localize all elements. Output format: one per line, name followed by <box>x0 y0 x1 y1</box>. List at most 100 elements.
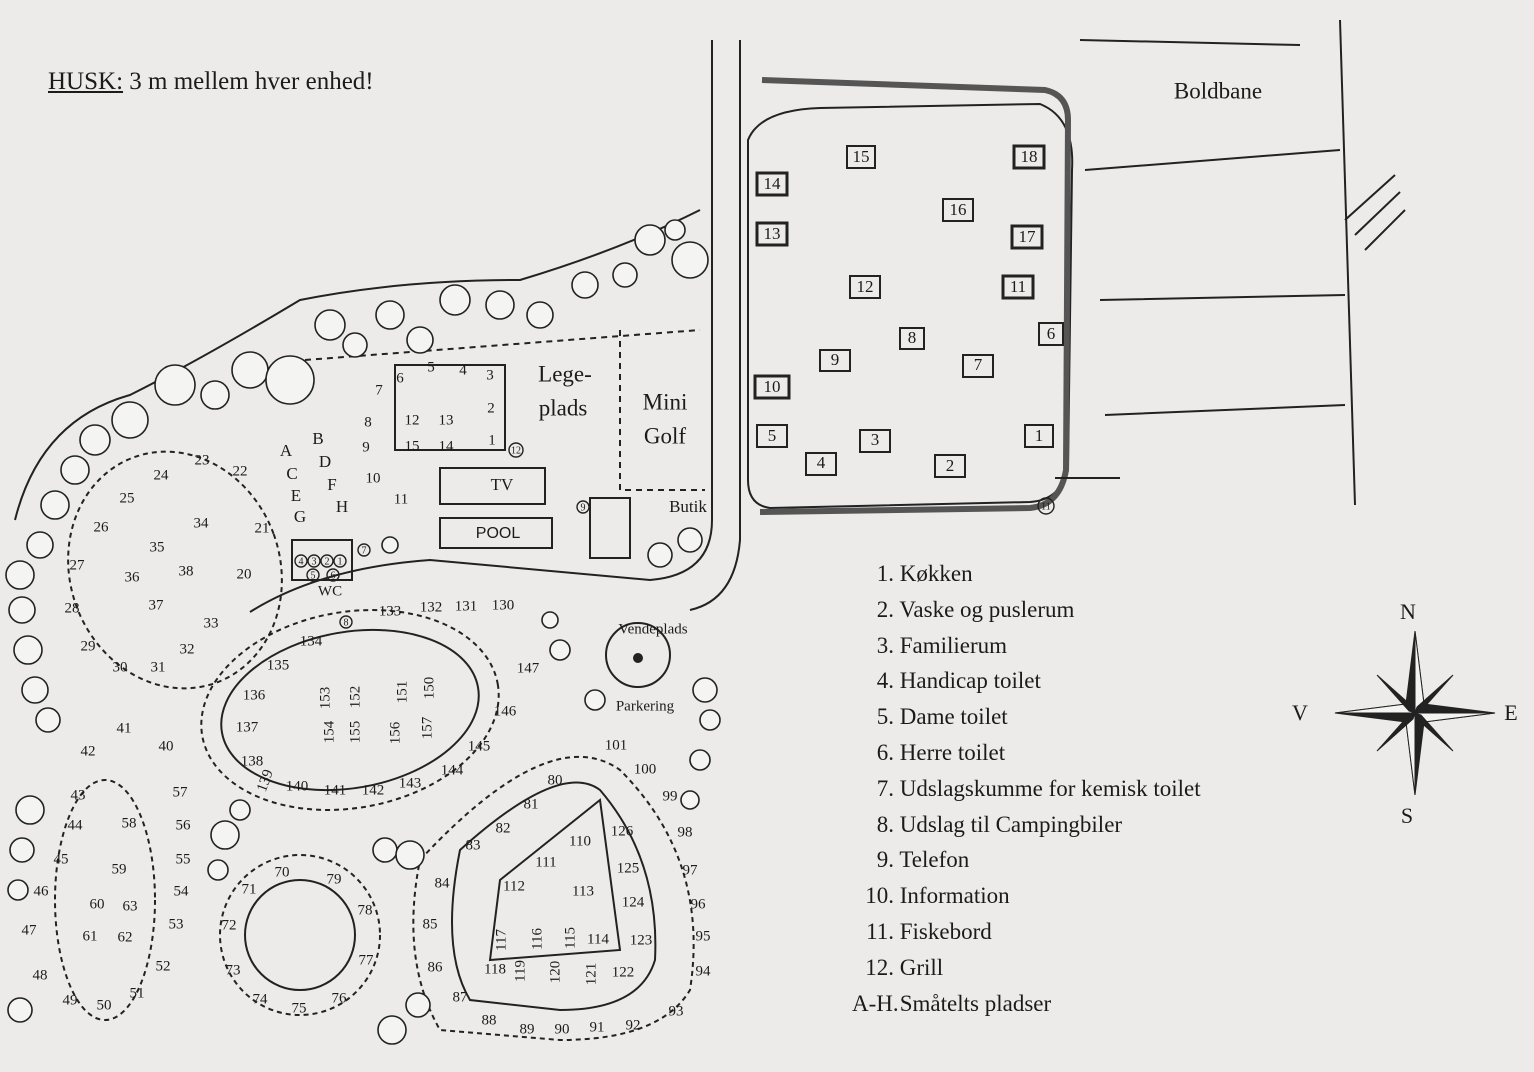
pitch-115: 115 <box>562 927 578 949</box>
pitch-124: 124 <box>622 894 645 910</box>
tree <box>689 749 711 771</box>
svg-text:3: 3 <box>312 556 317 567</box>
pitch-4: 4 <box>459 362 467 378</box>
svg-text:2: 2 <box>946 456 955 475</box>
trees <box>5 219 721 1045</box>
svg-text:15: 15 <box>853 147 870 166</box>
loop-130-157 <box>220 628 480 792</box>
pitch-82: 82 <box>496 820 511 836</box>
pitch-136: 136 <box>243 687 266 703</box>
pitch-117: 117 <box>493 929 509 951</box>
pitch-139: 139 <box>254 767 277 794</box>
legend-item: 1. Køkken <box>876 561 973 586</box>
top-boundary <box>1055 19 1356 506</box>
svg-text:13: 13 <box>764 224 781 243</box>
svg-text:14: 14 <box>764 174 782 193</box>
pitch-86: 86 <box>428 959 444 975</box>
legend-item: A-H. Småtelts pladser <box>852 990 1052 1016</box>
pitch-133: 133 <box>379 603 402 619</box>
pitch-60: 60 <box>90 896 105 912</box>
pitch-48: 48 <box>33 967 48 983</box>
label-minigolf-2: Golf <box>644 423 687 448</box>
tree <box>7 879 29 901</box>
tent-letter-d: D <box>319 452 331 471</box>
turning-circle-center <box>633 653 643 663</box>
tree <box>485 290 515 320</box>
facility-marker-3: 3 <box>307 554 321 568</box>
pitch-79: 79 <box>327 871 342 887</box>
pitch-21: 21 <box>255 520 270 536</box>
loop-41-63 <box>54 779 156 1021</box>
svg-text:7: 7 <box>974 355 983 374</box>
legend-item: 3. Familierum <box>876 632 1008 658</box>
tree <box>210 820 240 850</box>
pitch-38: 38 <box>179 563 194 579</box>
boxed-site-8: 8 <box>899 327 925 350</box>
pitch-75: 75 <box>292 1000 307 1016</box>
tree <box>60 455 90 485</box>
legend-item: 10. Information <box>865 883 1010 909</box>
compass-label-n: N <box>1400 599 1416 624</box>
boxed-site-7: 7 <box>962 354 994 378</box>
pitch-42: 42 <box>81 743 96 759</box>
pitch-32: 32 <box>180 641 195 657</box>
pitch-147: 147 <box>517 660 540 676</box>
legend-item: 11. Fiskebord <box>866 918 992 944</box>
facility-marker-1: 1 <box>333 554 347 568</box>
field-track <box>759 77 1072 515</box>
pitch-72: 72 <box>222 917 237 933</box>
facility-marker-9: 9 <box>576 500 590 514</box>
pitch-40: 40 <box>159 738 174 754</box>
tree <box>372 837 398 863</box>
pitch-54: 54 <box>174 883 190 899</box>
pitch-52: 52 <box>156 958 171 974</box>
pitch-89: 89 <box>520 1021 535 1037</box>
svg-text:4: 4 <box>817 453 826 472</box>
pitch-94: 94 <box>696 963 712 979</box>
tent-letter-g: G <box>294 507 306 526</box>
pitch-73: 73 <box>226 962 241 978</box>
boxed-site-15: 15 <box>846 145 876 169</box>
pitch-113: 113 <box>572 883 594 899</box>
pitch-154: 154 <box>321 720 337 743</box>
pitch-1: 1 <box>488 432 496 448</box>
tree <box>15 795 45 825</box>
pitch-76: 76 <box>332 990 348 1006</box>
tree <box>154 364 196 406</box>
pitch-150: 150 <box>421 677 437 700</box>
pitch-101: 101 <box>605 737 628 753</box>
building-tv <box>439 467 546 505</box>
pitch-29: 29 <box>81 638 96 654</box>
pitch-96: 96 <box>691 896 707 912</box>
legend-item: 7. Udslagskumme for kemisk toilet <box>876 775 1201 801</box>
pitch-118: 118 <box>484 961 506 977</box>
pitch-41: 41 <box>117 720 132 736</box>
pitch-141: 141 <box>324 782 347 798</box>
svg-text:6: 6 <box>331 570 336 581</box>
pitch-12: 12 <box>405 412 420 428</box>
pitch-59: 59 <box>112 861 127 877</box>
pitch-63: 63 <box>123 898 138 914</box>
boxed-site-16: 16 <box>942 198 974 222</box>
pitch-15: 15 <box>405 438 420 454</box>
label-parkering: Parkering <box>616 698 675 714</box>
boxed-site-14: 14 <box>755 171 789 197</box>
pitch-153: 153 <box>317 687 333 710</box>
svg-text:9: 9 <box>581 502 586 513</box>
pitch-81: 81 <box>524 796 539 812</box>
pitch-140: 140 <box>286 778 309 794</box>
label-wc: WC <box>318 583 342 599</box>
pitch-156: 156 <box>387 721 403 744</box>
pitch-23: 23 <box>195 452 210 468</box>
facility-legend: 1. Køkken 2. Vaske og puslerum 3. Famili… <box>852 556 1201 1021</box>
facility-marker-7: 7 <box>357 543 371 557</box>
compass-label-s: S <box>1401 803 1413 828</box>
tent-letter-a: A <box>280 441 293 460</box>
pitch-77: 77 <box>359 952 375 968</box>
reminder-label: HUSK: <box>48 68 124 95</box>
main-road-right-edge <box>689 40 741 611</box>
label-butik: Butik <box>669 497 707 516</box>
pitch-11: 11 <box>394 491 408 507</box>
tree <box>647 542 673 568</box>
pitch-157: 157 <box>419 716 435 739</box>
